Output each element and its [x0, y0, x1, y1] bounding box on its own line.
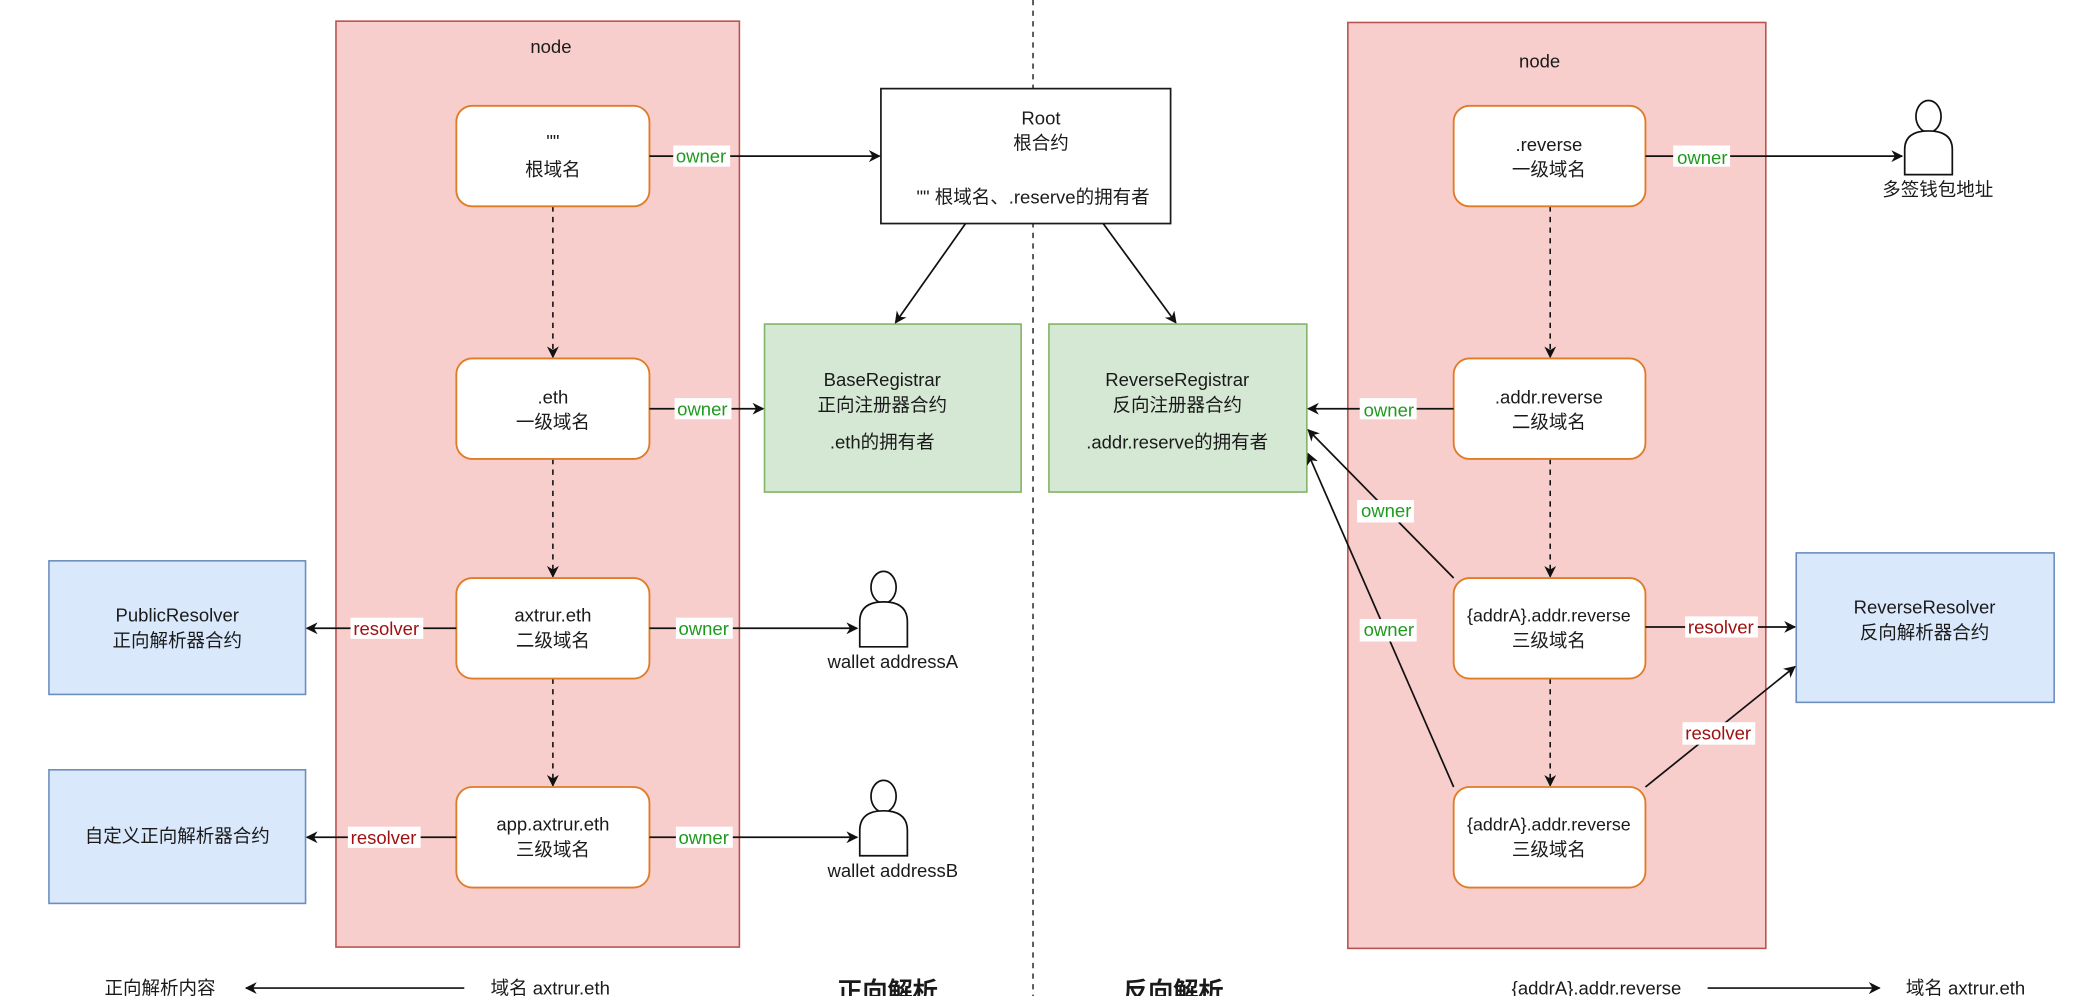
node-level: 三级域名 — [516, 839, 590, 860]
base-registrar-title: BaseRegistrar — [824, 369, 941, 390]
base-registrar-desc: .eth的拥有者 — [830, 431, 935, 452]
resolver-label: resolver — [1688, 617, 1754, 638]
edge-addr-reverse-owner: owner — [1306, 398, 1454, 421]
forward-section-title: 正向解析 — [837, 977, 938, 996]
node-name: .eth — [537, 386, 568, 407]
node-level: 二级域名 — [1512, 412, 1586, 433]
forward-legend-source: 域名 axtrur.eth — [491, 978, 610, 996]
custom-resolver-contract[interactable]: 自定义正向解析器合约 — [48, 769, 307, 905]
edge-addra1-resolver: resolver — [1645, 616, 1797, 638]
node-level: 三级域名 — [1512, 630, 1586, 651]
edge-root-owner: owner — [649, 145, 881, 167]
multisig-person-icon — [1903, 99, 1954, 176]
node-level: 根域名 — [525, 159, 581, 180]
node-level: 三级域名 — [1512, 839, 1586, 860]
custom-resolver-title: 自定义正向解析器合约 — [85, 826, 270, 847]
reverse-resolver-contract[interactable]: ReverseResolver 反向解析器合约 — [1795, 552, 2055, 704]
root-contract[interactable]: Root 根合约 "" 根域名、.reserve的拥有者 — [880, 87, 1172, 225]
resolver-label: resolver — [1685, 722, 1751, 743]
wallet-a-person-icon — [858, 570, 909, 648]
forward-node-axtrur-eth[interactable]: axtrur.eth 二级域名 — [455, 577, 651, 680]
wallet-b-person-icon — [858, 779, 909, 857]
wallet-a-label: wallet addressA — [827, 651, 959, 672]
node-name: {addrA}.addr.reverse — [1467, 815, 1631, 835]
forward-container-label: node — [530, 36, 571, 57]
owner-label: owner — [678, 618, 728, 639]
node-level: 一级域名 — [516, 412, 590, 433]
forward-node-eth[interactable]: .eth 一级域名 — [455, 357, 651, 460]
node-name: axtrur.eth — [514, 605, 591, 626]
owner-label: owner — [677, 398, 727, 419]
edge-reverse-owner: owner — [1645, 145, 1904, 168]
edge-addra1-owner: owner — [1307, 429, 1455, 579]
reverse-registrar-contract[interactable]: ReverseRegistrar 反向注册器合约 .addr.reserve的拥… — [1048, 323, 1308, 493]
base-registrar-contract[interactable]: BaseRegistrar 正向注册器合约 .eth的拥有者 — [763, 323, 1022, 493]
node-name: .reverse — [1515, 134, 1582, 155]
node-name: {addrA}.addr.reverse — [1467, 606, 1631, 626]
node-level: 二级域名 — [516, 630, 590, 651]
reverse-node-addra-2[interactable]: {addrA}.addr.reverse 三级域名 — [1452, 786, 1647, 889]
reverse-section-title: 反向解析 — [1123, 977, 1224, 996]
root-title: Root — [1021, 107, 1060, 128]
edge-axtrur-owner: owner — [649, 617, 859, 639]
public-resolver-contract[interactable]: PublicResolver 正向解析器合约 — [48, 560, 307, 696]
owner-label: owner — [1364, 619, 1414, 640]
owner-label: owner — [676, 146, 726, 167]
edge-app-resolver: resolver — [305, 826, 457, 848]
multisig-label: 多签钱包地址 — [1882, 179, 1993, 200]
owner-label: owner — [1361, 500, 1411, 521]
resolver-label: resolver — [353, 618, 419, 639]
reverse-resolver-title: ReverseResolver — [1854, 597, 1996, 618]
node-level: 一级域名 — [1512, 159, 1586, 180]
edge-app-owner: owner — [649, 826, 859, 848]
wallet-b-label: wallet addressB — [827, 860, 959, 881]
root-to-base-registrar-edge — [894, 223, 967, 324]
forward-node-app-axtrur-eth[interactable]: app.axtrur.eth 三级域名 — [455, 786, 651, 889]
reverse-registrar-title: ReverseRegistrar — [1105, 369, 1249, 390]
root-owner-desc: "" 根域名、.reserve的拥有者 — [916, 187, 1149, 208]
reverse-node-addra-1[interactable]: {addrA}.addr.reverse 三级域名 — [1452, 577, 1647, 680]
owner-label: owner — [1364, 400, 1414, 421]
node-name: .addr.reverse — [1495, 386, 1603, 407]
owner-label: owner — [678, 827, 728, 848]
forward-legend-target: 正向解析内容 — [105, 978, 216, 996]
public-resolver-subtitle: 正向解析器合约 — [112, 630, 242, 651]
base-registrar-subtitle: 正向注册器合约 — [817, 394, 947, 415]
root-to-reverse-registrar-edge — [1102, 223, 1177, 324]
reverse-registrar-desc: .addr.reserve的拥有者 — [1086, 431, 1268, 452]
reverse-legend-target: 域名 axtrur.eth — [1906, 978, 2025, 996]
edge-eth-owner: owner — [649, 398, 765, 419]
edge-axtrur-resolver: resolver — [305, 617, 457, 639]
reverse-container-label: node — [1519, 50, 1560, 71]
public-resolver-title: PublicResolver — [116, 605, 239, 626]
resolver-label: resolver — [351, 827, 417, 848]
forward-node-root[interactable]: "" 根域名 — [455, 104, 651, 208]
reverse-resolver-subtitle: 反向解析器合约 — [1860, 622, 1990, 643]
reverse-registrar-subtitle: 反向注册器合约 — [1112, 394, 1242, 415]
owner-label: owner — [1677, 147, 1727, 168]
edge-addra2-owner: owner — [1306, 452, 1455, 788]
reverse-legend-source: {addrA}.addr.reverse — [1512, 978, 1682, 996]
root-subtitle: 根合约 — [1013, 132, 1069, 153]
node-name: app.axtrur.eth — [496, 814, 609, 835]
reverse-node-reverse[interactable]: .reverse 一级域名 — [1452, 104, 1647, 208]
reverse-node-addr-reverse[interactable]: .addr.reverse 二级域名 — [1452, 357, 1647, 460]
node-name: "" — [546, 131, 559, 152]
edge-addra2-resolver: resolver — [1644, 665, 1796, 788]
